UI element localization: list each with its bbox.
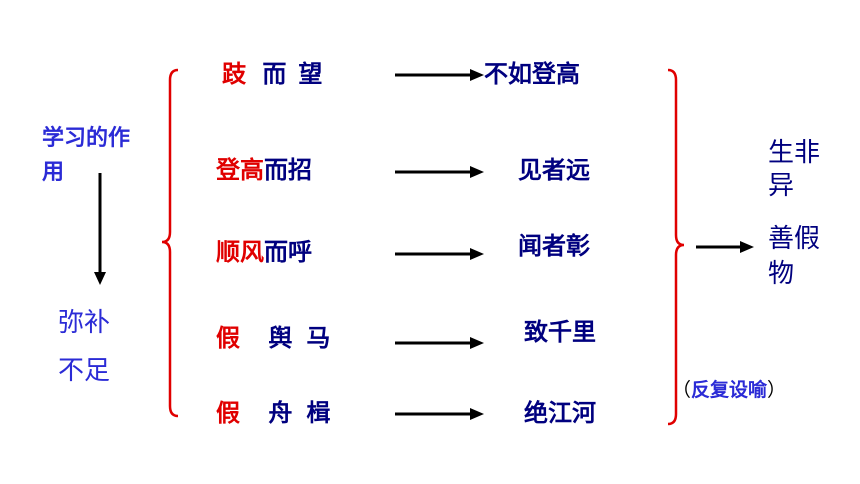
row-means: 跂 而望: [222, 62, 334, 86]
means-rest: 而呼: [264, 237, 312, 266]
means-rest: 而望: [262, 59, 335, 88]
result-left-line2: 不足: [58, 356, 111, 386]
row-arrow: [395, 248, 484, 260]
means-highlight: 假: [216, 323, 240, 352]
row-means: 假 舟楫: [216, 401, 344, 425]
means-rest: 舆马: [268, 323, 345, 352]
left-label-line1: 学习的作: [42, 126, 131, 151]
note-open-paren: （: [672, 379, 692, 401]
left-brace: [161, 68, 179, 418]
note-close-paren: ）: [767, 379, 787, 401]
result-left-line1: 弥补: [58, 308, 111, 338]
note-text: 反复设喻: [691, 379, 768, 401]
conclusion-line2: 异: [768, 171, 795, 201]
down-arrow: [94, 173, 106, 285]
left-label-line2: 用: [42, 160, 65, 185]
row-arrow: [395, 166, 484, 178]
means-highlight: 假: [216, 398, 240, 427]
conclusion-line3: 善假: [768, 224, 821, 254]
row-result: 闻者彰: [518, 231, 590, 260]
row-means: 登高而招: [216, 158, 312, 182]
row-result: 致千里: [524, 317, 596, 346]
means-highlight: 顺风: [216, 237, 264, 266]
row-means: 顺风而呼: [216, 240, 312, 264]
row-result: 不如登高: [484, 59, 580, 88]
conclusion-line1: 生非: [768, 138, 821, 168]
row-means: 假 舆马: [216, 326, 344, 350]
rhetoric-note: （反复设喻）: [672, 381, 786, 400]
conclusion-line4: 物: [768, 259, 795, 289]
row-result: 见者远: [518, 155, 590, 184]
row-result: 绝江河: [524, 398, 596, 427]
means-highlight: 跂: [222, 59, 246, 88]
conclusion-arrow: [696, 241, 754, 253]
means-highlight: 登高: [216, 155, 264, 184]
row-arrow: [395, 69, 484, 81]
right-brace: [667, 68, 685, 426]
row-arrow: [395, 408, 484, 420]
means-rest: 而招: [264, 155, 312, 184]
means-rest: 舟楫: [268, 398, 345, 427]
row-arrow: [395, 337, 484, 349]
